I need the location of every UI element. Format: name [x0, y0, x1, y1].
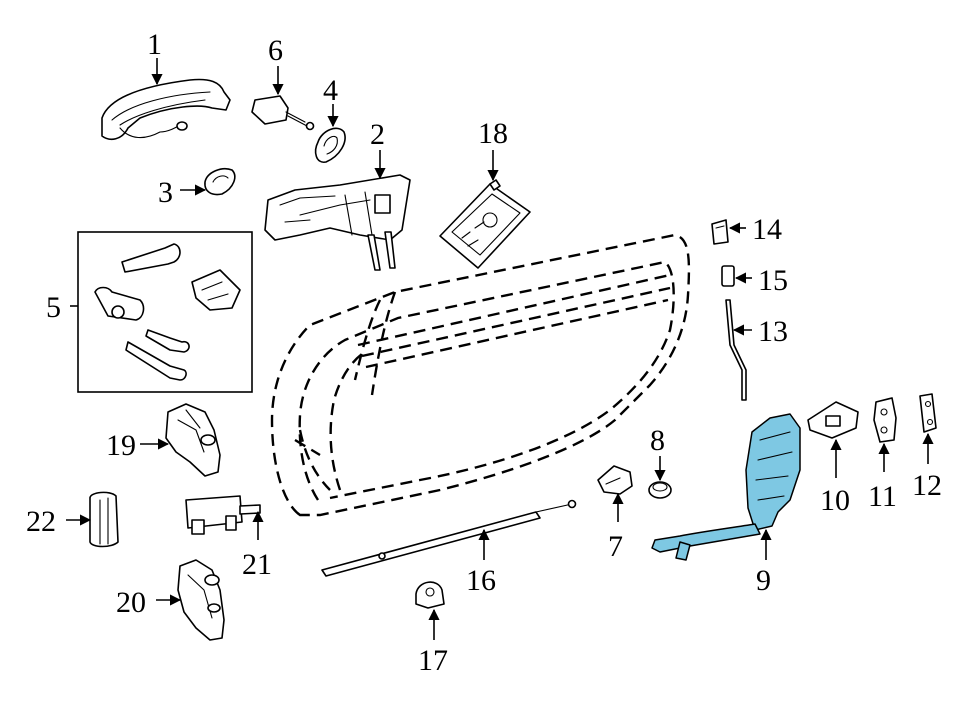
callout-3: 3: [158, 176, 173, 209]
part-3-handle-cap: [204, 167, 236, 196]
callout-5: 5: [46, 291, 61, 324]
part-21-door-check: [185, 495, 261, 535]
part-11-striker-plate: [873, 397, 897, 443]
callout-12: 12: [912, 469, 942, 502]
callout-13: 13: [758, 315, 788, 348]
door-shell-outline: [270, 233, 691, 517]
part-12-shim: [919, 393, 937, 433]
part-15-rod-clip: [721, 265, 735, 287]
part-4-handle-gasket: [314, 127, 346, 163]
part-7-clip: [597, 465, 633, 495]
callout-11: 11: [868, 480, 897, 513]
callout-4: 4: [323, 74, 338, 107]
callout-16: 16: [466, 564, 496, 597]
callout-10: 10: [820, 484, 850, 517]
callout-19: 19: [106, 429, 136, 462]
part-14-clip: [711, 219, 729, 245]
callout-14: 14: [752, 213, 782, 246]
callout-1: 1: [147, 28, 162, 61]
callout-18: 18: [478, 117, 508, 150]
part-1-outside-door-handle: [101, 78, 231, 141]
callout-8: 8: [650, 424, 665, 457]
part-2-handle-carrier: [264, 174, 411, 271]
callout-9: 9: [756, 564, 771, 597]
part-20-lower-hinge: [177, 559, 225, 641]
leader-lines: [66, 58, 934, 640]
callout-17: 17: [418, 644, 448, 677]
callout-20: 20: [116, 586, 146, 619]
part-6-lock-cylinder-rod: [251, 95, 315, 131]
part-5-lock-cylinder-kit: [77, 231, 253, 393]
callout-2: 2: [370, 118, 385, 151]
callout-7: 7: [608, 530, 623, 563]
part-8-grommet: [648, 481, 672, 499]
callout-15: 15: [758, 264, 788, 297]
part-18-door-control-module: [439, 179, 531, 269]
part-13-lock-rod: [725, 299, 747, 401]
part-17-cable-clip: [415, 581, 445, 609]
part-9-door-latch-actuator: [651, 413, 801, 561]
callout-21: 21: [242, 548, 272, 581]
part-19-upper-hinge: [165, 403, 221, 477]
callout-6: 6: [268, 34, 283, 67]
callout-22: 22: [26, 505, 56, 538]
part-10-striker: [807, 401, 859, 439]
callout-labels: 1 2 3 4 5 6 7 8 9 10 11 12 13 14 15 16 1…: [26, 28, 942, 677]
part-22-stopper: [89, 491, 119, 548]
part-16-release-cable: [321, 499, 577, 577]
